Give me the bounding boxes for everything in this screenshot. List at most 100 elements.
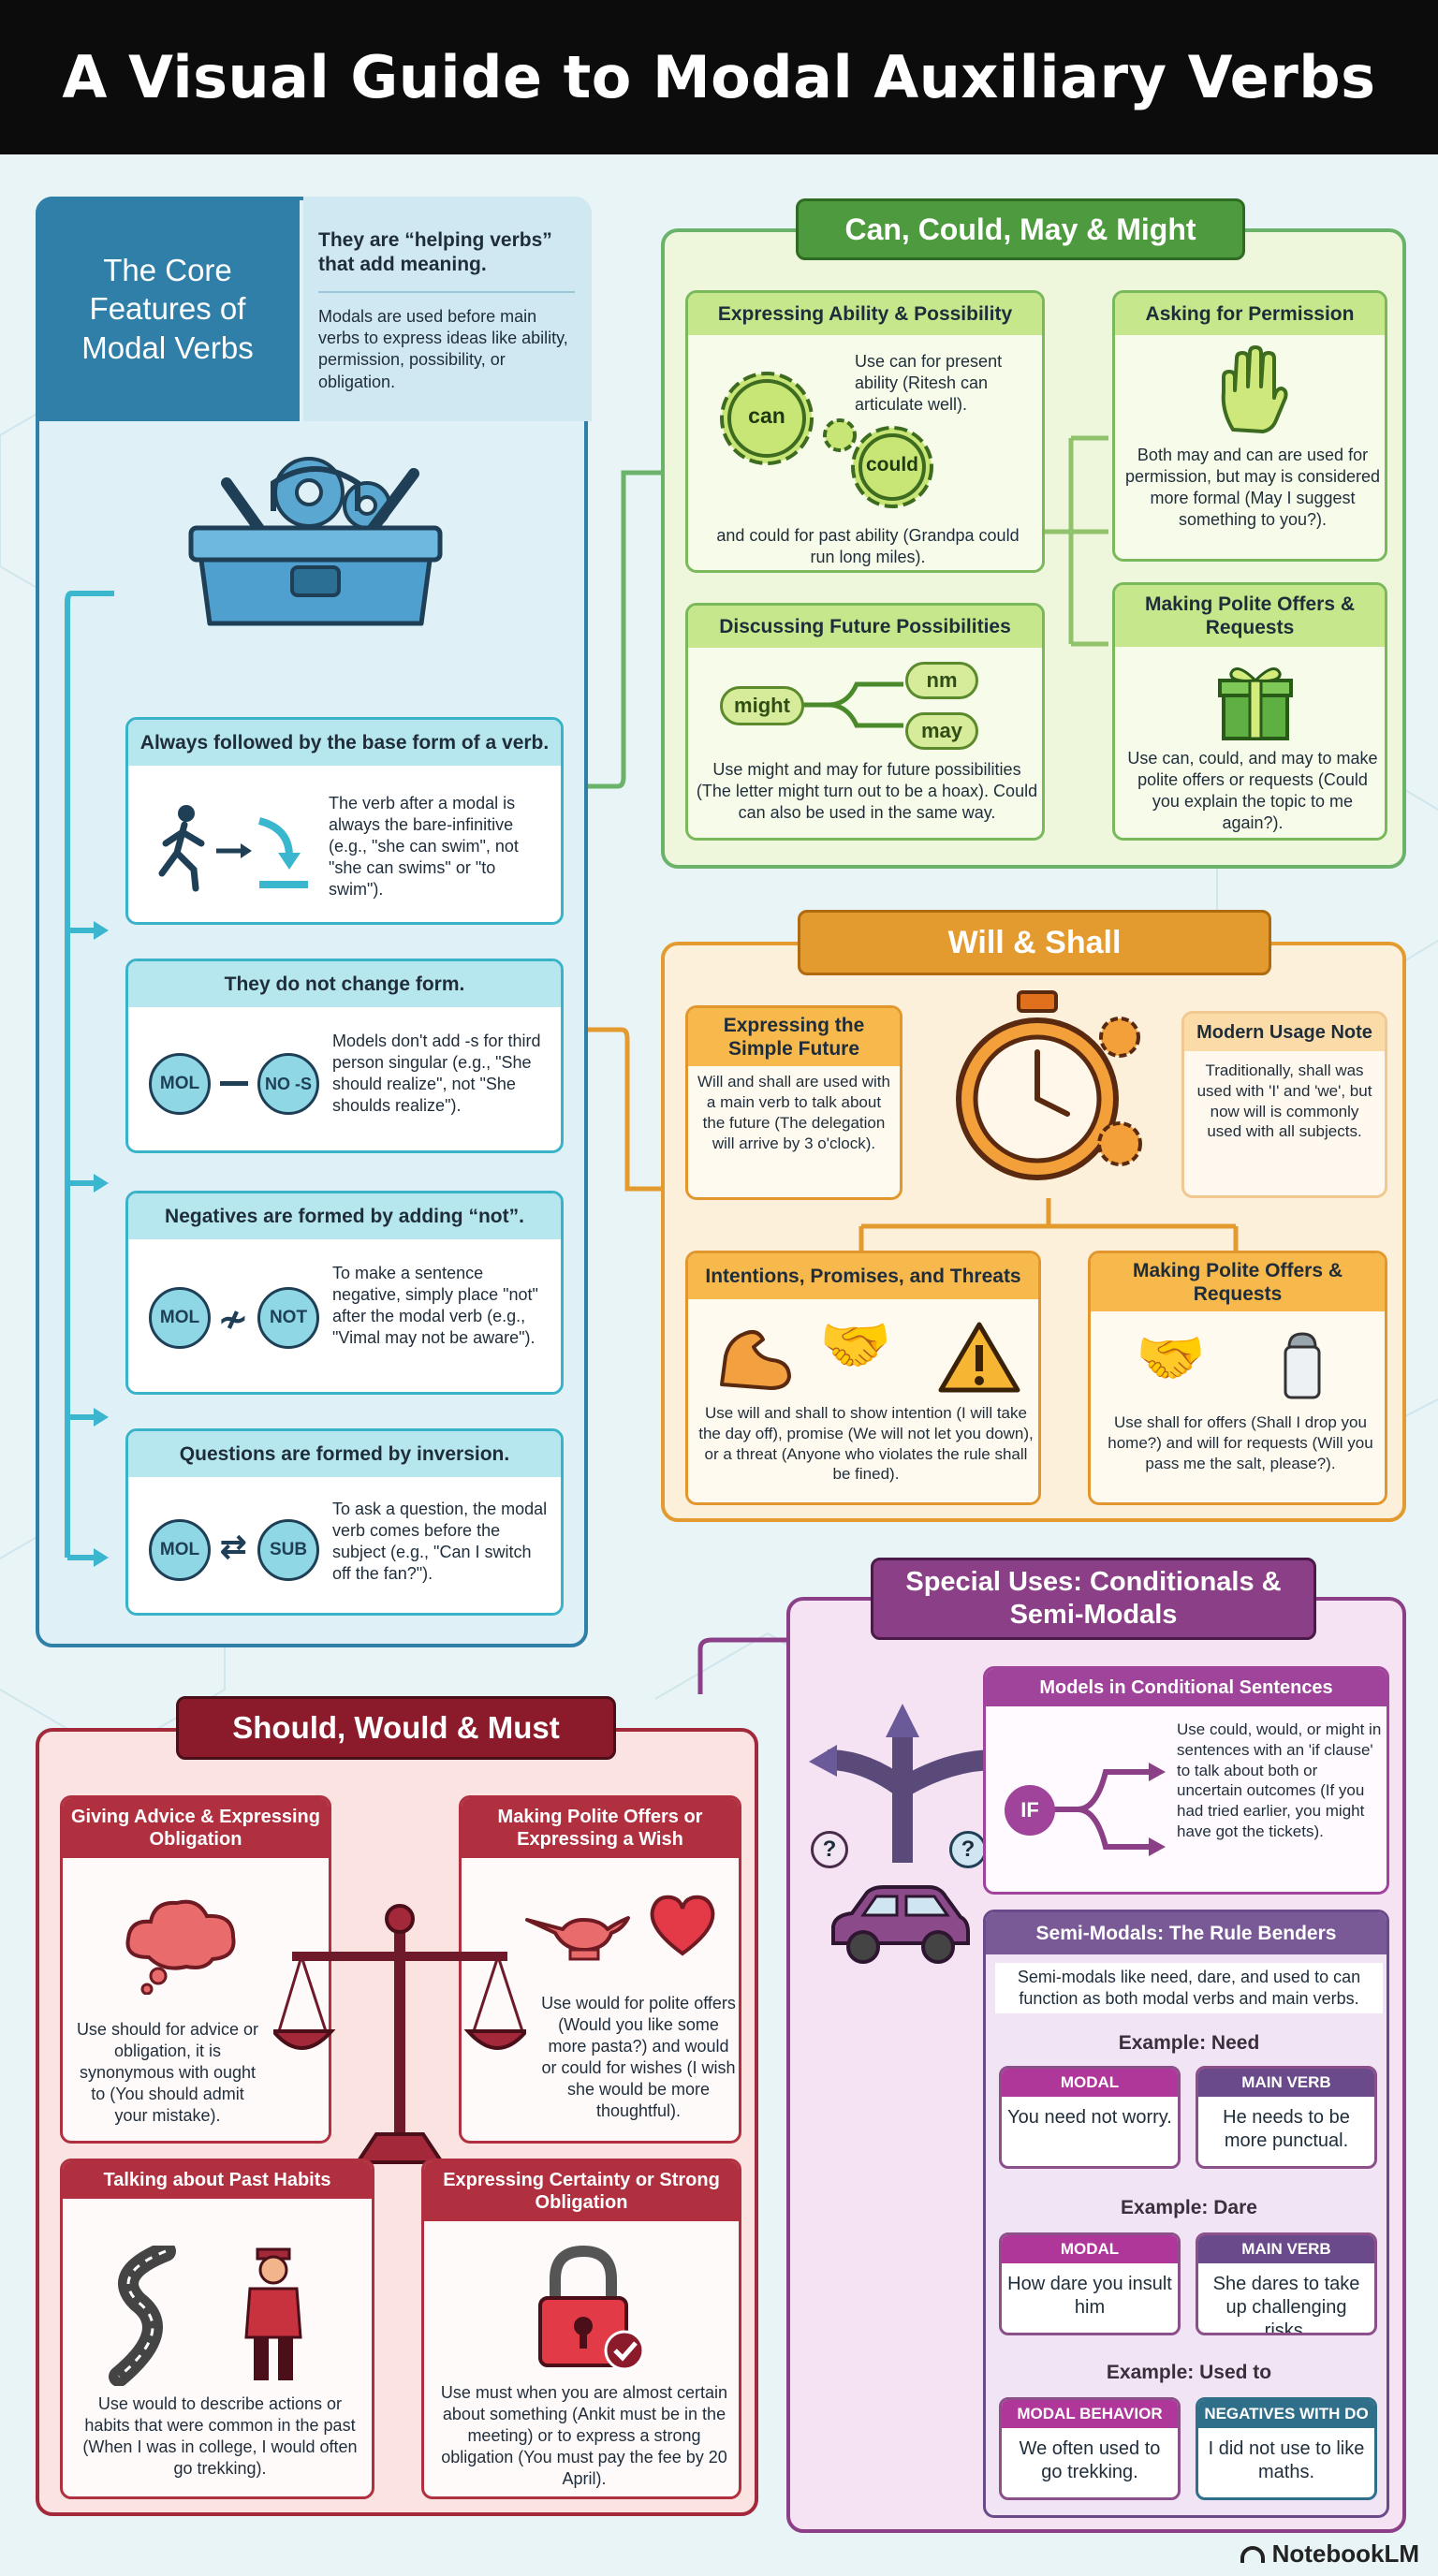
feature-1-title: Always followed by the base form of a ve… [128, 720, 561, 767]
ability-text-2: and could for past ability (Grandpa coul… [716, 526, 1020, 567]
heart-icon [650, 1895, 715, 1956]
question-bubble-icon: ? [949, 1831, 987, 1868]
should-would-title: Should, Would & Must [176, 1696, 616, 1760]
warning-icon [938, 1322, 1020, 1393]
core-features-panel: The Core Features of Modal Verbs They ar… [36, 197, 592, 1647]
used-main-box: NEGATIVES WITH DO I did not use to like … [1196, 2397, 1377, 2500]
ccmm-offers-text: Use can, could, and may to make polite o… [1127, 749, 1378, 833]
feature-2-title: They do not change form. [128, 961, 561, 1008]
used-main-text: I did not use to like maths. [1208, 2438, 1365, 2482]
ccmm-offers-title: Making Polite Offers & Requests [1115, 585, 1385, 648]
swap-arrows-icon: ⇄ [220, 1530, 247, 1565]
semi-modals-title: Semi-Modals: The Rule Benders [986, 1912, 1387, 1955]
can-could-panel: Expressing Ability & Possibility can cou… [661, 228, 1406, 869]
wish-card: Making Polite Offers or Expressing a Wis… [459, 1795, 741, 2144]
winding-road-icon [109, 2246, 176, 2386]
question-bubble-icon: ? [811, 1831, 848, 1868]
feature-card-negatives: Negatives are formed by adding “not”. MO… [125, 1191, 564, 1395]
habits-text: Use would to describe actions or habits … [82, 2394, 358, 2479]
advice-text: Use should for advice or obligation, it … [76, 2020, 259, 2126]
thought-cloud-icon [125, 1899, 236, 1995]
dare-main-text: She dares to take up challenging risks. [1212, 2274, 1360, 2335]
dare-modal-text: How dare you insult him [1007, 2274, 1172, 2318]
dare-modal-box: MODAL How dare you insult him [999, 2232, 1181, 2335]
used-main-label: NEGATIVES WITH DO [1198, 2400, 1374, 2428]
will-connector [858, 1198, 1239, 1264]
tag-nm: nm [905, 662, 978, 699]
permission-title: Asking for Permission [1115, 293, 1385, 336]
feature-1-text: The verb after a modal is always the bar… [329, 794, 519, 900]
intentions-text: Use will and shall to show intention (I … [698, 1404, 1034, 1484]
example-dare-label: Example: Dare [1121, 2197, 1257, 2218]
habits-title: Talking about Past Habits [63, 2161, 372, 2199]
need-main-box: MAIN VERB He needs to be more punctual. [1196, 2066, 1377, 2169]
certainty-title: Expressing Certainty or Strong Obligatio… [424, 2161, 739, 2221]
person-icon [244, 2247, 302, 2380]
certainty-card: Expressing Certainty or Strong Obligatio… [421, 2159, 741, 2499]
modern-usage-text: Traditionally, shall was used with 'I' a… [1196, 1061, 1372, 1141]
core-intro-text: Modals are used before main verbs to exp… [318, 306, 568, 391]
feature-3-text: To make a sentence negative, simply plac… [332, 1264, 538, 1348]
branch-arrows-icon [791, 681, 903, 728]
need-main-text: He needs to be more punctual. [1223, 2107, 1350, 2151]
special-uses-panel: ? ? Models in Conditional Sentences IF U… [786, 1597, 1406, 2533]
handshake-icon: 🤝 [819, 1313, 892, 1378]
genie-lamp-icon [525, 1916, 630, 1961]
special-uses-title: Special Uses: Conditionals & Semi-Modals [871, 1558, 1316, 1640]
brand-label: NotebookLM [1271, 2539, 1419, 2568]
conditional-text: Use could, would, or might in sentences … [1177, 1720, 1382, 1840]
will-offers-card: Making Polite Offers & Requests 🤝 Use sh… [1088, 1251, 1387, 1505]
scale-icon [273, 1904, 526, 2164]
future-text: Use might and may for future possibiliti… [696, 760, 1038, 823]
core-title-block: The Core Features of Modal Verbs [36, 197, 300, 421]
modal-circle: MOL [149, 1287, 211, 1349]
will-offers-title: Making Polite Offers & Requests [1091, 1253, 1385, 1312]
conditional-title: Models in Conditional Sentences [986, 1669, 1387, 1706]
padlock-icon [538, 2245, 645, 2371]
will-shall-title: Will & Shall [798, 910, 1271, 975]
not-circle: NOT [257, 1287, 319, 1349]
ability-text-1: Use can for present ability (Ritesh can … [855, 352, 1003, 415]
wish-title: Making Polite Offers or Expressing a Wis… [462, 1798, 739, 1858]
feature-card-no-change: They do not change form. MOL NO -S Model… [125, 959, 564, 1153]
used-modal-box: MODAL BEHAVIOR We often used to go trekk… [999, 2397, 1181, 2500]
advice-title: Giving Advice & Expressing Obligation [63, 1798, 329, 1858]
core-title: The Core Features of Modal Verbs [81, 253, 254, 365]
page-title: A Visual Guide to Modal Auxiliary Verbs [62, 43, 1376, 111]
dash-icon [220, 1081, 248, 1086]
should-would-panel: Giving Advice & Expressing Obligation Us… [36, 1728, 758, 2516]
dare-main-label: MAIN VERB [1198, 2235, 1374, 2263]
feature-2-text: Models don't add -s for third person sin… [332, 1032, 541, 1116]
ccmm-offers-card: Making Polite Offers & Requests Use can,… [1112, 582, 1387, 841]
ccmm-connector [1043, 435, 1108, 647]
need-main-label: MAIN VERB [1198, 2069, 1374, 2097]
need-modal-label: MODAL [1002, 2069, 1178, 2097]
toolbox-icon [188, 457, 443, 626]
if-branch-icon [1049, 1763, 1166, 1856]
gears-icon [720, 372, 933, 508]
modal-circle: MOL [149, 1519, 211, 1581]
simple-future-title: Expressing the Simple Future [688, 1008, 900, 1067]
permission-card: Asking for Permission Both may and can a… [1112, 290, 1387, 562]
example-used-to-label: Example: Used to [1106, 2362, 1272, 2383]
modern-usage-card: Modern Usage Note Traditionally, shall w… [1181, 1011, 1387, 1198]
future-possibilities-card: Discussing Future Possibilities might nm… [685, 603, 1045, 841]
raised-hand-icon [1221, 345, 1288, 433]
feature-3-title: Negatives are formed by adding “not”. [128, 1193, 561, 1240]
core-intro-head: They are “helping verbs” that add meanin… [318, 229, 552, 276]
gear-can-label: can [748, 403, 785, 428]
dare-modal-label: MODAL [1002, 2235, 1178, 2263]
gear-could-label: could [866, 454, 918, 476]
used-modal-label: MODAL BEHAVIOR [1002, 2400, 1178, 2428]
intentions-title: Intentions, Promises, and Threats [688, 1253, 1038, 1300]
simple-future-card: Expressing the Simple Future Will and sh… [685, 1005, 902, 1200]
modal-circle: MOL [149, 1053, 211, 1115]
ability-title: Expressing Ability & Possibility [688, 293, 1042, 336]
future-title: Discussing Future Possibilities [688, 606, 1042, 649]
need-modal-box: MODAL You need not worry. [999, 2066, 1181, 2169]
intentions-card: Intentions, Promises, and Threats 🤝 Use … [685, 1251, 1041, 1505]
semi-modals-card: Semi-Modals: The Rule Benders Semi-modal… [983, 1910, 1389, 2518]
used-modal-text: We often used to go trekking. [1019, 2438, 1161, 2482]
ability-card: Expressing Ability & Possibility can cou… [685, 290, 1045, 573]
handshake-icon: 🤝 [1136, 1326, 1206, 1389]
